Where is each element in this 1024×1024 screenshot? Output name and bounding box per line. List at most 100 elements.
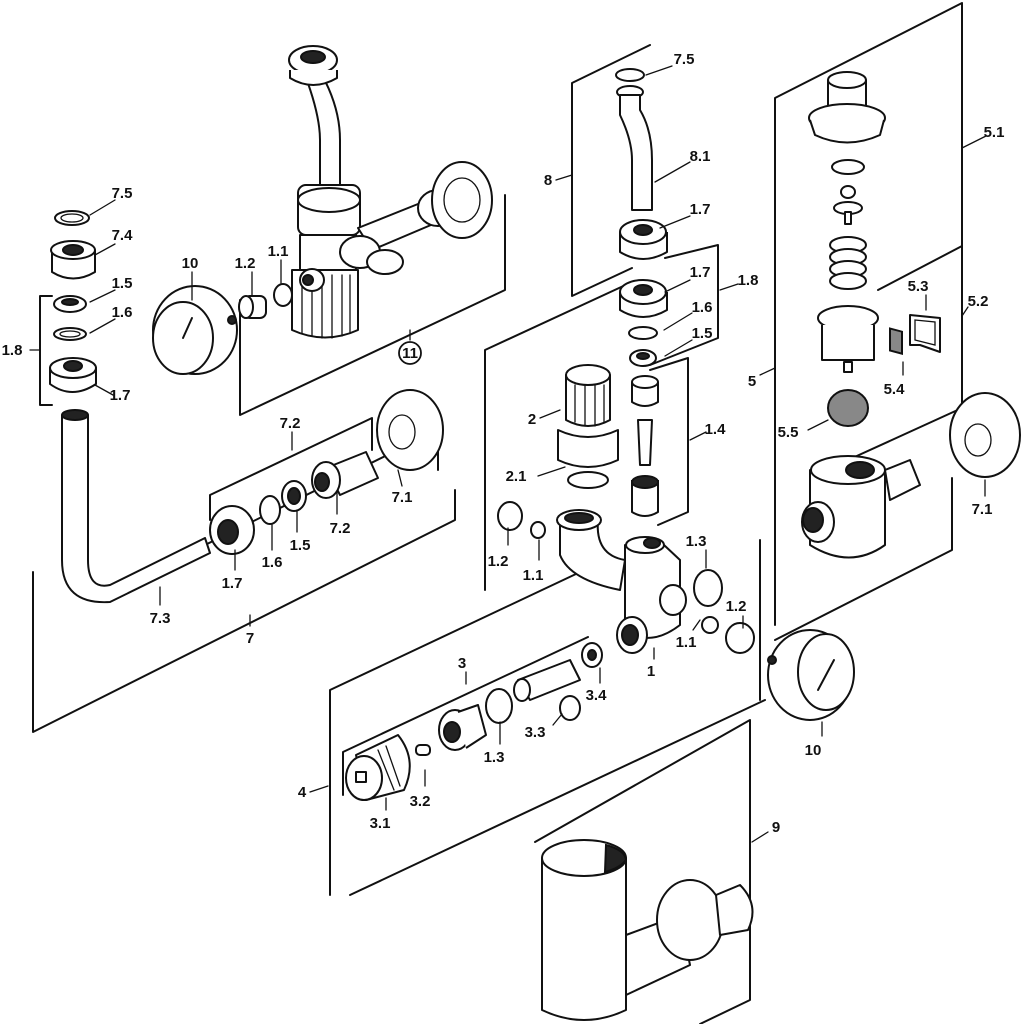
part-label: 1.1 bbox=[268, 243, 289, 260]
frame-group-9 bbox=[534, 719, 751, 1024]
leader-line bbox=[663, 312, 693, 331]
part-label: 5.3 bbox=[908, 278, 929, 295]
part-9-trap-fitting[interactable] bbox=[541, 839, 754, 1021]
part-1-7-nut-right[interactable] bbox=[619, 279, 668, 318]
part-7-1-rosette-left[interactable] bbox=[376, 389, 444, 471]
part-label: 1.5 bbox=[290, 537, 311, 554]
part-label: 7.5 bbox=[674, 51, 695, 68]
part-1-6-washer-right[interactable] bbox=[628, 326, 658, 340]
leader-line bbox=[664, 339, 693, 357]
part-1-1-ring-mid[interactable] bbox=[530, 521, 546, 539]
frame-group-5-2-divider bbox=[877, 245, 963, 291]
part-label: 3.3 bbox=[525, 724, 546, 741]
frame-group-7-2 bbox=[209, 417, 373, 521]
part-1-5-ring-mid[interactable] bbox=[281, 480, 307, 512]
part-label: 1.7 bbox=[690, 201, 711, 218]
part-label: 8.1 bbox=[690, 148, 711, 165]
part-label: 1.1 bbox=[523, 567, 544, 584]
leader-line bbox=[89, 199, 116, 216]
part-5-5-filter[interactable] bbox=[827, 389, 869, 427]
part-10-pressure-gauge-right[interactable] bbox=[767, 629, 855, 721]
part-label: 7.2 bbox=[330, 520, 351, 537]
part-1-2-plug-mid[interactable] bbox=[497, 501, 523, 531]
leader-line bbox=[89, 318, 116, 334]
part-5-housing[interactable] bbox=[801, 455, 921, 559]
part-label: 3 bbox=[458, 655, 466, 672]
part-7-3-bent-pipe[interactable] bbox=[61, 409, 211, 604]
frame-group-5 bbox=[774, 2, 963, 626]
part-7-1-rosette-right[interactable] bbox=[949, 392, 1021, 478]
part-1-valve-body[interactable] bbox=[556, 509, 687, 654]
part-3-1-knob[interactable] bbox=[345, 734, 411, 801]
part-3-spindle[interactable] bbox=[513, 659, 581, 702]
part-label: 5.2 bbox=[968, 293, 989, 310]
part-3-nut[interactable] bbox=[438, 704, 487, 751]
part-8-1-pipe[interactable] bbox=[619, 94, 653, 211]
leader-line bbox=[689, 431, 707, 441]
leader-line bbox=[692, 619, 701, 631]
part-1-6-washer-mid[interactable] bbox=[259, 495, 281, 525]
part-label: 1.2 bbox=[726, 598, 747, 615]
part-7-2-fitting[interactable] bbox=[311, 451, 379, 499]
part-5-2-piston[interactable] bbox=[817, 305, 879, 373]
part-1-3-oring-bottom[interactable] bbox=[485, 688, 513, 724]
frame-group-1-4 bbox=[649, 357, 689, 526]
frame-group-3 bbox=[342, 636, 589, 796]
frame-group-8 bbox=[571, 44, 651, 297]
part-3-3-ring[interactable] bbox=[559, 695, 581, 721]
part-1-5-ring-right[interactable] bbox=[629, 349, 657, 367]
leader-line bbox=[89, 289, 116, 303]
part-label: 1.4 bbox=[705, 421, 727, 438]
part-10-pressure-gauge-left[interactable] bbox=[152, 285, 238, 375]
part-1-4-check-valve[interactable] bbox=[631, 375, 659, 517]
part-1-1-ring-top[interactable] bbox=[273, 283, 293, 307]
part-7-5-ring-right[interactable] bbox=[615, 68, 645, 99]
part-7-4-nut[interactable] bbox=[50, 240, 96, 280]
part-label: 1.6 bbox=[262, 554, 283, 571]
part-label: 1.8 bbox=[738, 272, 759, 289]
part-label: 11 bbox=[402, 345, 418, 362]
leader-line bbox=[645, 65, 673, 76]
part-1-2-plug-right[interactable] bbox=[725, 622, 755, 654]
part-1-3-oring-top[interactable] bbox=[693, 569, 723, 607]
part-5-1-cap[interactable] bbox=[808, 71, 886, 144]
part-label: 4 bbox=[298, 784, 307, 801]
part-11-valve-assembly[interactable] bbox=[288, 45, 493, 339]
part-label: 10 bbox=[182, 255, 199, 272]
part-label: 1 bbox=[647, 663, 655, 680]
part-1-2-plug-top[interactable] bbox=[238, 295, 267, 319]
part-label: 7.1 bbox=[392, 489, 413, 506]
leader-line bbox=[654, 161, 691, 183]
leader-line bbox=[664, 279, 691, 293]
frame-group-4 bbox=[329, 556, 613, 896]
part-label: 1.7 bbox=[222, 575, 243, 592]
part-2-cartridge[interactable] bbox=[557, 364, 619, 489]
part-1-7-nut-left[interactable] bbox=[49, 357, 97, 393]
part-label: 5.1 bbox=[984, 124, 1005, 141]
part-label: 1.1 bbox=[676, 634, 697, 651]
part-5-washer[interactable] bbox=[831, 159, 865, 175]
part-5-3-frame[interactable] bbox=[909, 314, 941, 353]
part-1-5-ring-left[interactable] bbox=[53, 295, 87, 313]
part-label: 7.5 bbox=[112, 185, 133, 202]
part-3-4-washer[interactable] bbox=[581, 642, 603, 668]
callout-circle bbox=[398, 341, 422, 365]
leader-line bbox=[759, 367, 776, 376]
frame-group-1-8-right bbox=[649, 244, 719, 366]
part-label: 3.1 bbox=[370, 815, 391, 832]
part-7-5-ring-left[interactable] bbox=[54, 210, 90, 226]
part-label: 1.5 bbox=[692, 325, 713, 342]
part-1-7-nut-right-top[interactable] bbox=[619, 219, 668, 260]
part-1-1-ring-right[interactable] bbox=[701, 616, 719, 634]
part-3-2-pin[interactable] bbox=[415, 744, 431, 756]
part-1-7-nut-mid[interactable] bbox=[209, 505, 255, 555]
part-5-valve-stem[interactable] bbox=[833, 185, 863, 225]
part-label: 1.6 bbox=[112, 304, 133, 321]
part-label: 10 bbox=[805, 742, 822, 759]
part-label: 3.4 bbox=[586, 687, 608, 704]
leader-line bbox=[552, 713, 563, 726]
part-5-spring[interactable] bbox=[829, 236, 867, 290]
part-1-6-washer-left[interactable] bbox=[53, 327, 87, 341]
part-5-4-mesh[interactable] bbox=[889, 327, 903, 355]
